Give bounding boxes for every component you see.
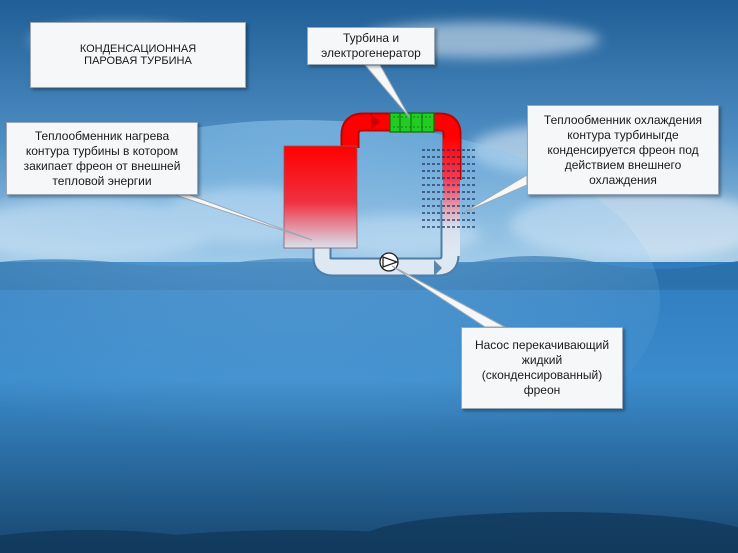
flow-arrow-icon [371, 114, 380, 130]
diagram-title-text: КОНДЕНСАЦИОННАЯ ПАРОВАЯ ТУРБИНА [79, 43, 197, 67]
cooling-fins [422, 149, 476, 228]
flow-arrow-icon [434, 260, 442, 276]
turbine-generator-icon [389, 112, 435, 133]
heat-exchanger-callout: Теплообменник нагрева контура турбины в … [6, 122, 198, 195]
cooling-column [443, 138, 460, 256]
pump-callout: Насос перекачивающий жидкий (сконденсиро… [461, 327, 623, 409]
pump-callout-text: Насос перекачивающий жидкий (сконденсиро… [474, 338, 610, 397]
heat-exchanger-callout-text: Теплообменник нагрева контура турбины в … [23, 128, 181, 188]
cooling-exchanger-callout: Теплообменник охлаждения контура турбины… [527, 105, 719, 195]
turbine-callout: Турбина и электрогенератор [307, 27, 435, 65]
seabed-coral [0, 512, 738, 553]
diagram-title: КОНДЕНСАЦИОННАЯ ПАРОВАЯ ТУРБИНА [30, 22, 246, 88]
cooling-exchanger-callout-text: Теплообменник охлаждения контура турбины… [543, 112, 703, 187]
turbine-callout-text: Турбина и электрогенератор [321, 31, 421, 60]
callout-pointers [174, 64, 528, 328]
heating-boiler [283, 145, 358, 249]
